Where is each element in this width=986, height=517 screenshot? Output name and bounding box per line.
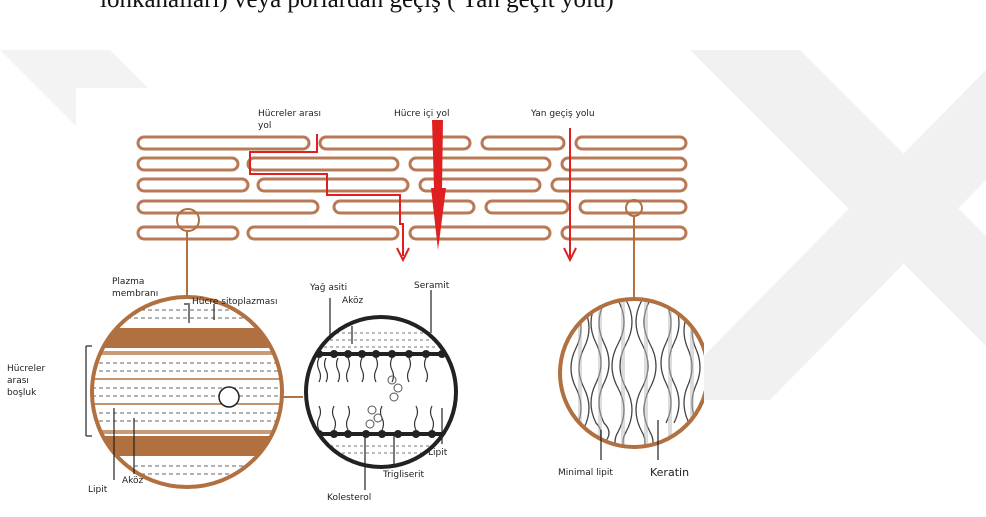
right-magnified-circle <box>560 299 704 452</box>
label-cholesterol: Kolesterol <box>327 492 371 504</box>
middle-magnified-circle <box>306 317 456 467</box>
label-fatty-acid: Yağ asiti <box>310 282 347 294</box>
label-ceramide: Seramit <box>414 280 449 292</box>
label-intercellular-route: Hücreler arası yol <box>258 108 318 132</box>
label-side-route: Yan geçiş yolu <box>531 108 595 120</box>
header-sentence: ionkanalları) veya porlardan geçiş ( Yan… <box>100 0 614 14</box>
label-triglyceride: Trigliserit <box>383 469 424 481</box>
label-intercellular-route-text: Hücreler arası yol <box>258 108 322 132</box>
label-intercellular-space: Hücreler arası boşluk <box>7 363 57 399</box>
left-magnified-circle <box>92 297 282 487</box>
label-intracellular-route: Hücre içi yol <box>394 108 449 120</box>
corneocyte-layers <box>138 137 686 239</box>
label-minimal-lipid: Minimal lipit <box>558 467 613 479</box>
intracellular-route-arrow <box>431 120 446 250</box>
label-keratin: Keratin <box>650 467 689 479</box>
label-left-lipid: Lipit <box>88 484 107 496</box>
diagram-drawing <box>76 88 704 517</box>
label-left-aqueous: Aköz <box>122 475 143 487</box>
label-middle-aqueous: Aköz <box>342 295 363 307</box>
label-middle-lipid: Lipit <box>428 447 447 459</box>
intercellular-route-arrow <box>250 134 409 260</box>
label-plasma-membrane: Plazma membranı <box>112 276 170 300</box>
skin-permeation-diagram: Hücreler arası yol Hücre içi yol Yan geç… <box>76 88 704 517</box>
label-cell-cytoplasm: Hücre sitoplazması <box>192 296 277 308</box>
